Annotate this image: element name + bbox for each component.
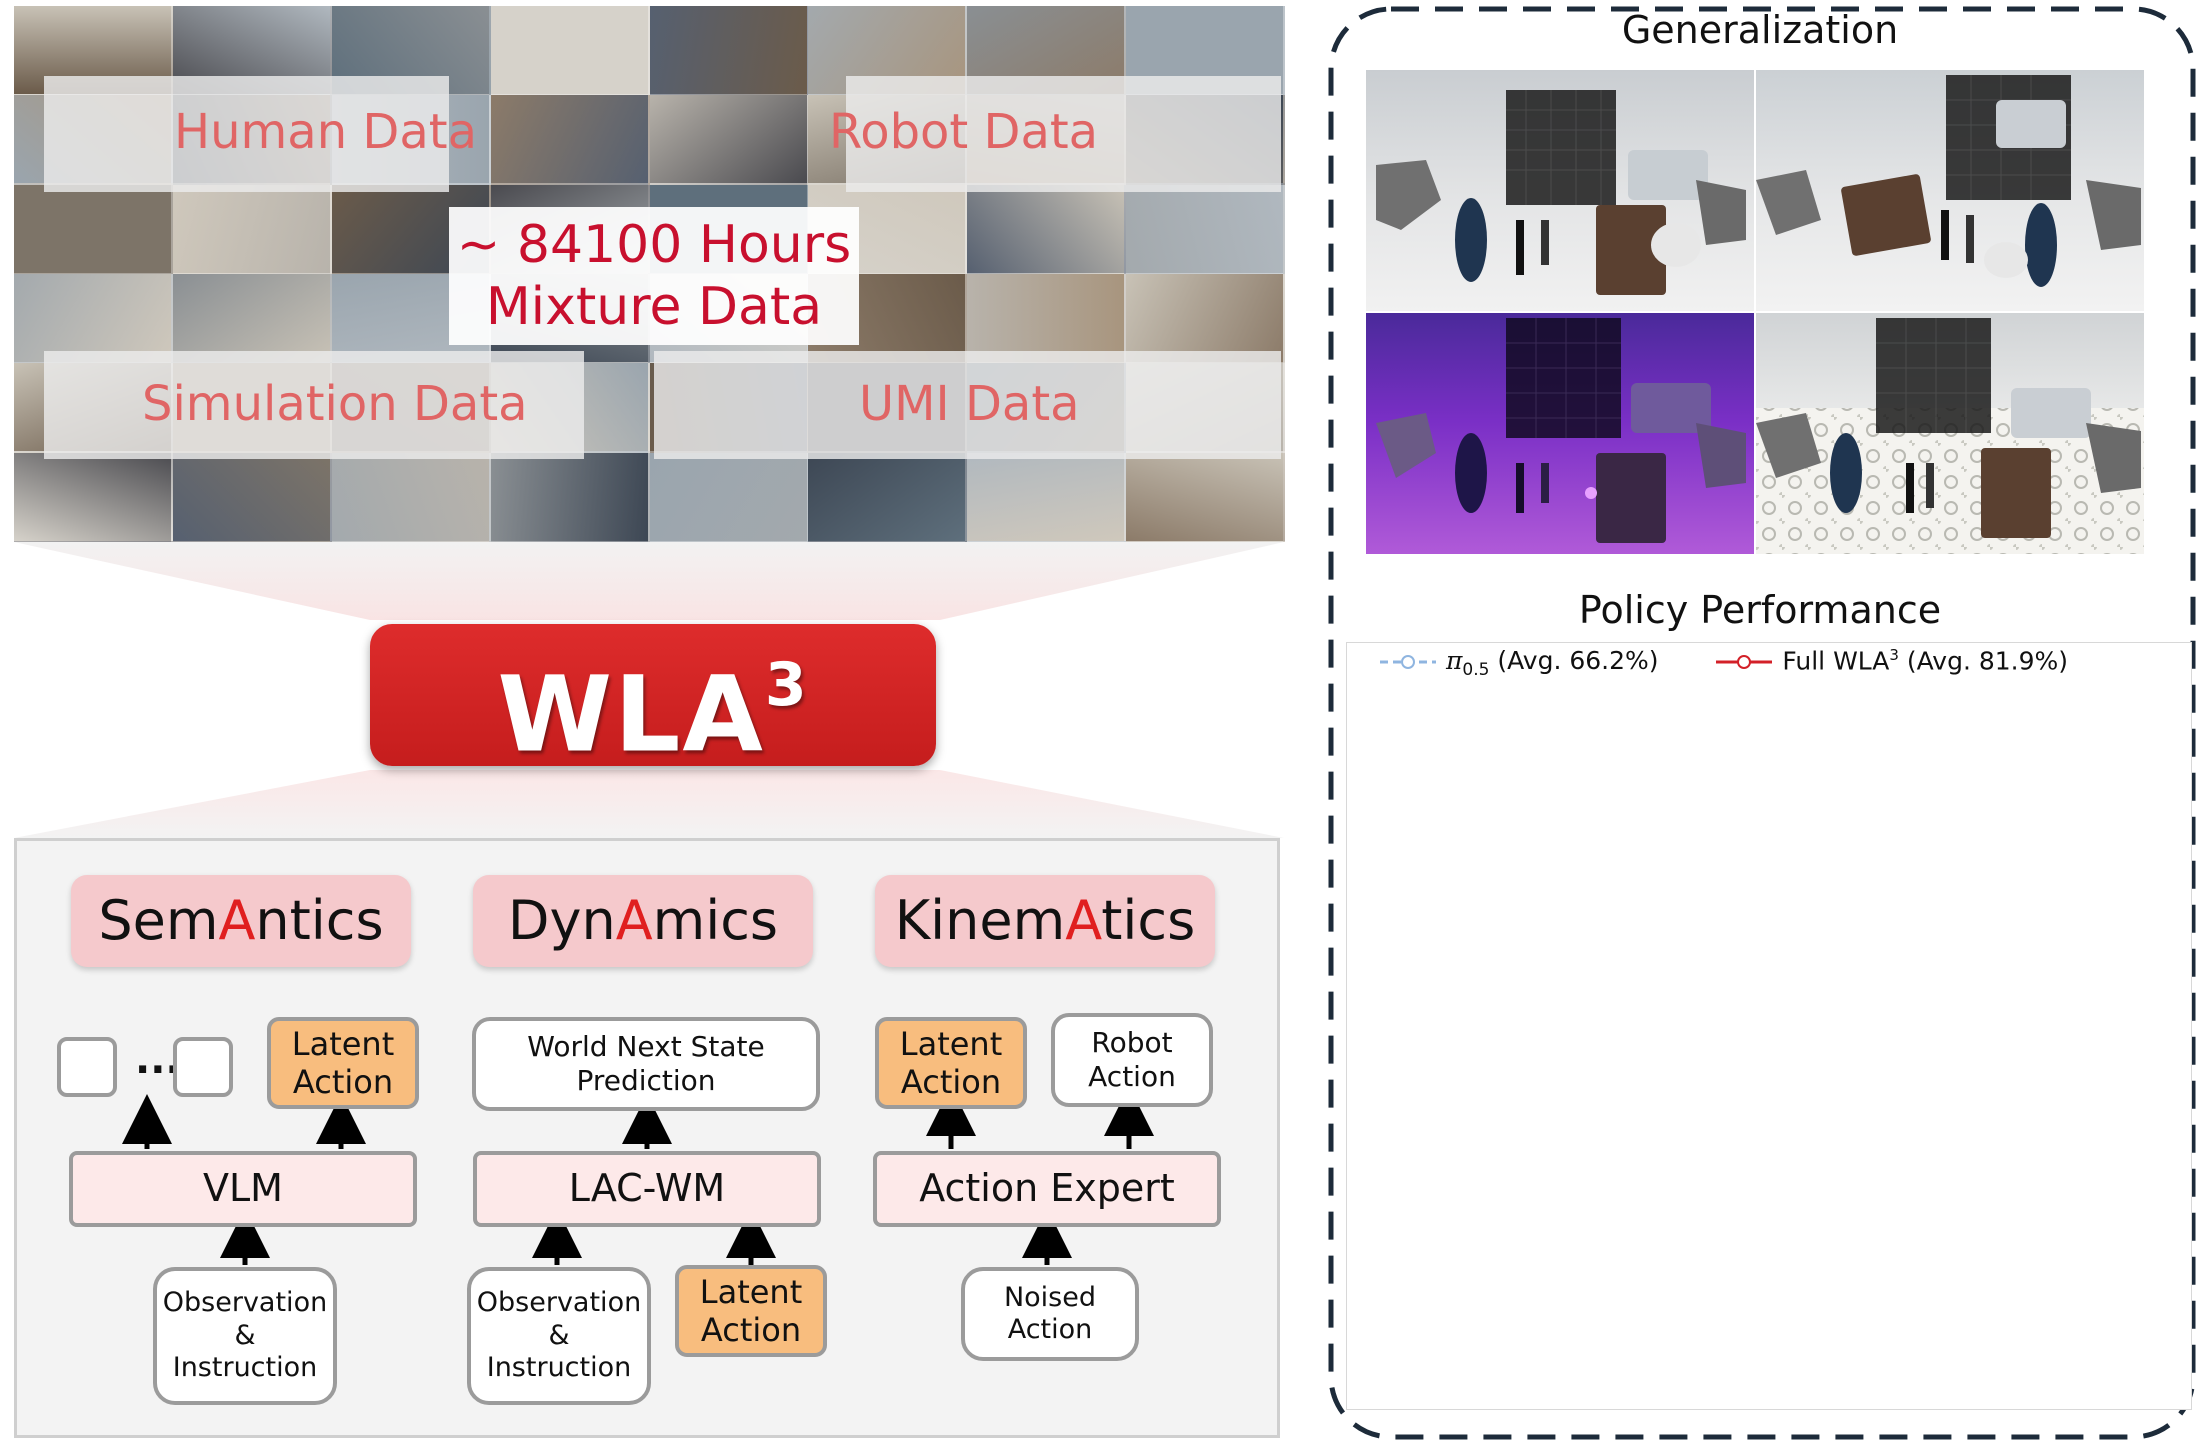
video-frame-tile <box>14 452 173 542</box>
video-frame-tile <box>14 274 173 364</box>
scene-purple-sketch <box>1376 318 1746 543</box>
generalization-image-grid <box>1366 70 2144 554</box>
kinematics-header: KinemAtics <box>875 875 1215 967</box>
results-panel-border <box>1328 6 2196 1440</box>
semantics-observation-instruction: Observation&Instruction <box>153 1267 337 1405</box>
legend-full-suffix: (Avg. 81.9%) <box>1898 646 2069 676</box>
scene-patterned-cloth <box>1756 313 2144 554</box>
hours-callout: ~ 84100 Hours Mixture Data <box>449 207 859 345</box>
video-frame-tile <box>490 6 650 96</box>
policy-performance-title: Policy Performance <box>1578 588 1942 632</box>
video-frame-tile <box>649 6 809 96</box>
human-data-band <box>44 76 449 192</box>
scene-purple-lighting <box>1366 313 1754 554</box>
model-superscript: 3 <box>764 650 809 720</box>
generalization-title: Generalization <box>1621 8 1899 52</box>
video-frame-tile <box>331 452 491 542</box>
video-frame-tile <box>967 184 1127 275</box>
scene-rearranged-sketch <box>1756 75 2141 287</box>
funnel-connector <box>14 542 1284 838</box>
token-ellipsis: ... <box>135 1037 181 1083</box>
model-name: WLA <box>497 653 765 776</box>
legend-baseline-sub: 0.5 <box>1462 660 1490 681</box>
legend-baseline-base: π <box>1445 646 1463 676</box>
video-frame-tile <box>14 184 173 275</box>
funnel-lower <box>14 770 1284 838</box>
legend-baseline: π0.5 (Avg. 66.2%) <box>1378 646 1659 680</box>
simulation-data-band <box>44 351 584 459</box>
semantics-header: SemAntics <box>71 875 411 967</box>
video-frame-tile <box>490 95 650 186</box>
vlm-module: VLM <box>69 1151 417 1227</box>
video-frame-tile <box>490 452 650 542</box>
components-panel: SemAntics DynAmics KinemAtics ... Latent… <box>14 838 1280 1438</box>
legend-baseline-suffix: (Avg. 66.2%) <box>1489 646 1659 676</box>
video-frame-tile <box>1126 184 1285 275</box>
video-frame-tile <box>967 452 1127 542</box>
scene-rearranged <box>1756 70 2144 311</box>
video-frame-tile <box>172 452 332 542</box>
human-data-label: Human Data <box>174 104 477 160</box>
mixture-data-label: Mixture Data <box>485 277 823 337</box>
lac-wm-module: LAC-WM <box>473 1151 821 1227</box>
legend-full-marker <box>1716 655 1773 670</box>
legend-baseline-marker <box>1380 655 1436 670</box>
simulation-data-label: Simulation Data <box>142 376 528 432</box>
dynamics-header: DynAmics <box>473 875 813 967</box>
video-frame-tile <box>1126 452 1285 542</box>
scene-normal <box>1366 70 1754 311</box>
dynamics-observation-instruction: Observation&Instruction <box>467 1267 651 1405</box>
funnel-upper <box>14 542 1284 620</box>
training-data-mosaic: Human Data Robot Data Simulation Data UM… <box>14 6 1285 542</box>
video-frame-tile <box>649 95 809 186</box>
video-frame-tile <box>172 274 332 364</box>
flow-arrows <box>122 1086 1154 1265</box>
scene-normal-sketch <box>1376 90 1746 295</box>
video-frame-tile <box>172 184 332 275</box>
chart-legend: π0.5 (Avg. 66.2%) Full WLA3 (Avg. 81.9%) <box>1378 646 2068 680</box>
legend-full-sup: 3 <box>1889 646 1899 664</box>
token-box-first <box>57 1037 117 1097</box>
radar-chart-frame <box>1346 642 2192 1410</box>
legend-full: Full WLA3 (Avg. 81.9%) <box>1714 646 2068 675</box>
action-expert-module: Action Expert <box>873 1151 1221 1227</box>
robot-data-label: Robot Data <box>829 104 1099 160</box>
token-box-last <box>173 1037 233 1097</box>
video-frame-tile <box>808 452 968 542</box>
wla3-model-banner: WLA3 <box>370 624 936 776</box>
umi-data-label: UMI Data <box>859 376 1080 432</box>
scene-patterned-sketch <box>1756 318 2144 554</box>
legend-full-base: Full WLA <box>1782 646 1890 676</box>
radar-chart: 2040608010049.378.574.382.767.245.275.01… <box>1346 642 2192 1410</box>
hours-count: ~ 84100 Hours <box>456 215 852 275</box>
robot-data-band <box>846 76 1281 192</box>
umi-data-band <box>654 351 1281 459</box>
video-frame-tile <box>649 452 809 542</box>
